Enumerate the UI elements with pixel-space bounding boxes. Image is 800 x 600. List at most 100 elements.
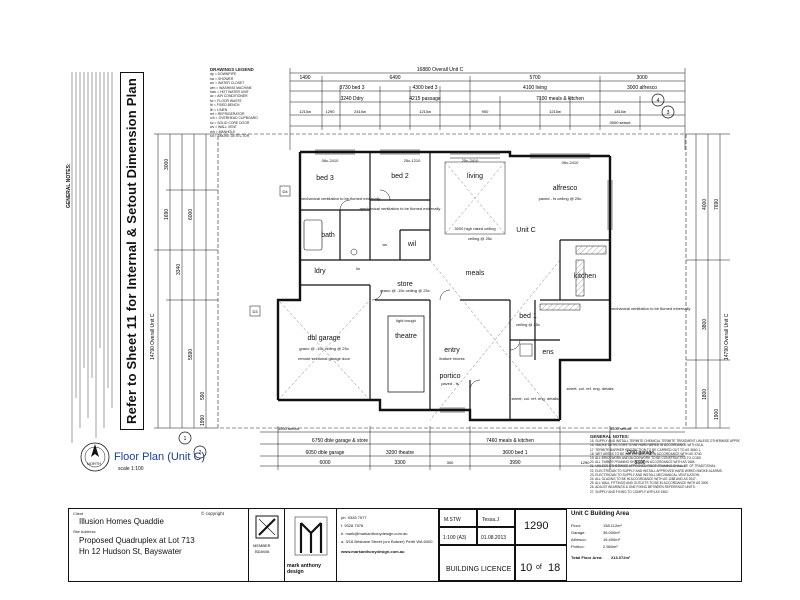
- legend-item: o/h = OVERHEAD CUPBOARD: [210, 116, 258, 121]
- top-dimension-lines: [289, 68, 686, 150]
- general-notes-left-title: GENERAL NOTES:: [66, 163, 72, 208]
- date-cell: 01.08.2013: [477, 527, 515, 545]
- left-notes-lines: [71, 72, 113, 443]
- dim-right: 1900: [714, 409, 720, 420]
- shower: [519, 343, 533, 357]
- north-arrow: NORTH: [78, 440, 112, 474]
- garage-hatch: [279, 301, 369, 399]
- area-row-value: 36.000m²: [603, 530, 620, 535]
- bath-tub: [303, 219, 323, 251]
- note-item: 21. UNLESS OTHERWISE APPROVED ROOF FRAMI…: [590, 464, 717, 469]
- designer-phone: ph. 9328 7577: [341, 515, 367, 520]
- member-cell: MEMBER BDAWA: [249, 509, 285, 581]
- left-dimension-lines: [154, 133, 218, 429]
- note-garage: grano @ -15c ceiling @ 25c: [299, 346, 348, 351]
- dim-top: 3000: [636, 75, 647, 81]
- dim-top: 4300 bed 3: [412, 85, 437, 91]
- dim-top: 1810w: [614, 109, 626, 114]
- unit-label: Unit C: [516, 227, 535, 234]
- site-address-1: Proposed Quadruplex at Lot 713: [79, 536, 195, 545]
- member-org: BDAWA: [255, 549, 270, 554]
- dim-top: 1290: [326, 109, 336, 114]
- door-swings: [339, 189, 521, 391]
- room-portico: portico: [439, 373, 460, 380]
- note-ceiling: 25c-1210: [404, 158, 421, 163]
- area-row-label: Alfresco:: [571, 537, 587, 542]
- date-value: 01.08.2013: [481, 535, 507, 541]
- north-label: NORTH: [87, 461, 102, 466]
- room-bed2: bed 2: [391, 173, 409, 180]
- mark-anthony-logo-icon: [294, 516, 328, 556]
- room-wc: wc: [383, 242, 388, 247]
- marker-2: 2: [199, 450, 202, 456]
- internal-walls: [300, 152, 610, 420]
- contact-cell: ph. 9328 7577 f. 9328 7578 e. mark@marka…: [337, 509, 439, 581]
- dim-top: 1210w: [299, 109, 311, 114]
- dim-left: 5590: [188, 349, 194, 360]
- legend-item: fw = FLOOR WASTE: [210, 98, 242, 103]
- dim-left: 1690: [164, 209, 170, 220]
- area-row-value: 158.112m²: [603, 523, 622, 528]
- dim-bottom: 3990: [509, 460, 520, 466]
- right-dimension-lines: [686, 133, 730, 429]
- dim-left: 6000: [188, 209, 194, 220]
- room-entry: entry: [444, 347, 460, 354]
- designer-address: a. 3/16 Brisbane Street (cnr Bulwer) Per…: [341, 539, 433, 544]
- note-living: 3000 high raked ceiling: [454, 226, 495, 231]
- room-kitchen: kitchen: [574, 273, 596, 280]
- note-portico: paved - fs: [441, 381, 459, 386]
- area-total-label: Total Floor Area:: [571, 555, 603, 560]
- dim-right: 4000: [702, 199, 708, 210]
- area-row-value: 16.400m²: [603, 537, 620, 542]
- jobno-cell: 1290: [515, 509, 567, 545]
- dim-bottom: 3600 bed 1: [502, 450, 527, 456]
- area-schedule: Unit C Building Area Floor: 158.112m² Ga…: [567, 509, 741, 581]
- designer-name: mark anthony design: [287, 563, 322, 575]
- dim-setout: 3000 setout: [610, 120, 632, 125]
- room-bed1: bed 1: [519, 313, 537, 320]
- copyright: © copyright: [201, 511, 224, 516]
- room-meals: meals: [466, 270, 485, 277]
- dim-bottom: 3200 garage: [626, 450, 654, 456]
- client-name: Illusion Homes Quaddie: [79, 517, 164, 526]
- external-walls: [276, 150, 612, 422]
- note-item: 16. SMOKE DETECTORS TO BE HARD WIRED IN …: [590, 443, 704, 448]
- living-ceiling-outline: [444, 161, 506, 235]
- note-alfresco: paved - fs ceiling @ 25c: [539, 196, 582, 201]
- legend-item: ac = AIR CONDITIONER: [210, 94, 248, 99]
- note-ceiling: 06c-2410: [562, 160, 579, 165]
- section-markers: [178, 93, 675, 459]
- tag-d4: D4: [282, 189, 288, 194]
- area-title: Unit C Building Area: [571, 511, 630, 517]
- refer-banner-frame: [120, 72, 144, 430]
- floor-plan-title: Floor Plan (Unit C): [114, 451, 206, 463]
- dim-top: 900: [482, 109, 489, 114]
- legend-item: sd = SMOKE DETECTOR: [210, 134, 250, 139]
- general-notes: GENERAL NOTES: 15. SUPPLY AND INSTALL TE…: [590, 435, 740, 507]
- room-ldry: ldry: [314, 268, 326, 275]
- dim-top: 7100 meals & kitchen: [536, 96, 584, 102]
- note-item: 24. ALL GLAZING TO BE IN ACCORDANCE WITH…: [590, 477, 697, 482]
- legend-item: dp = DOWNPIPE: [210, 72, 237, 77]
- dim-left: 3340: [176, 264, 182, 275]
- note-ceiling: 06c-2410: [322, 158, 339, 163]
- area-row-label: Portico:: [571, 544, 585, 549]
- sheetno-cell: 10 of 18: [515, 545, 567, 581]
- area-row-label: Garage:: [571, 530, 586, 535]
- dim-top: 1210w: [419, 109, 431, 114]
- dim-left: 590: [200, 391, 206, 400]
- legend-item: wm = WASHING MACHINE: [210, 85, 252, 90]
- client-label: Client: [73, 511, 84, 516]
- copyright-icon: ©: [201, 511, 205, 516]
- checked-by: Tessa.J: [482, 517, 499, 523]
- room-dbl-garage: dbl garage: [307, 335, 340, 342]
- note-item: 18. WET AREAS TO BE WATERPROOFED IN ACCO…: [590, 451, 703, 456]
- site-address-2: Hn 12 Hudson St, Bayswater: [79, 547, 182, 556]
- sheet-of: of: [536, 564, 542, 571]
- room-bed3: bed 3: [316, 175, 334, 182]
- dim-top: 3240 Ddry: [340, 96, 364, 102]
- dim-overall-top: 16880 Overall Unit C: [417, 67, 464, 73]
- room-wil: wil: [407, 241, 417, 248]
- legend-title: DRAWINGS LEGEND: [210, 67, 254, 72]
- note-meals: ceiling @ 25c: [468, 236, 492, 241]
